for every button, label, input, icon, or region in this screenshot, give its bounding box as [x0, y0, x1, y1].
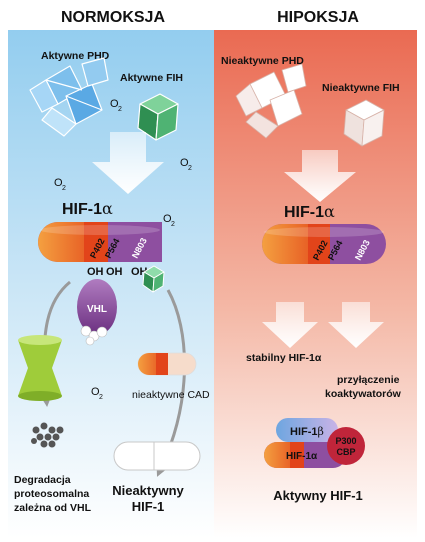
o2-label-3: O 2: [54, 177, 66, 192]
normoxia-oh-2: OH: [106, 266, 123, 278]
active-fih-label: Aktywne FIH: [120, 72, 183, 84]
p300-label: P300: [335, 436, 356, 446]
normoxia-down-arrow: [92, 132, 164, 194]
active-hif-label: Aktywny HIF-1: [273, 488, 363, 503]
inactive-hif-label-1: Nieaktywny: [112, 483, 184, 498]
hypoxia-hif-label: HIF-1α: [284, 202, 335, 221]
cbp-label: CBP: [336, 447, 355, 457]
normoxia-hif-capsule: [38, 222, 162, 262]
svg-text:2: 2: [188, 165, 192, 172]
normoxia-hif-label: HIF-1α: [62, 199, 113, 218]
hif1b-subunit: [276, 418, 338, 442]
normoxia-header: NORMOKSJA: [61, 9, 165, 26]
hypoxia-down-arrow: [284, 150, 356, 202]
active-phd-icon: [29, 57, 109, 137]
active-phd-label: Aktywne PHD: [41, 50, 110, 62]
hif1b-label: HIF-1β: [290, 425, 324, 438]
svg-text:2: 2: [62, 185, 66, 192]
inactive-hif-capsule: [113, 441, 201, 471]
coactivator-label-1: przyłączenie: [337, 374, 400, 386]
svg-text:O: O: [110, 98, 119, 110]
svg-text:O: O: [91, 386, 100, 398]
vhl-icon: VHL: [77, 279, 117, 346]
svg-text:2: 2: [118, 106, 122, 113]
degradation-label-2: proteosomalna: [14, 488, 89, 500]
active-complex: [264, 418, 365, 468]
o2-label-5: O 2: [91, 386, 103, 401]
coactivator-label-2: koaktywatorów: [325, 388, 402, 400]
svg-text:O: O: [180, 157, 189, 169]
p300-cbp-subunit: [327, 427, 365, 465]
hypoxia-hif-capsule: [262, 224, 386, 264]
svg-text:2: 2: [99, 394, 103, 401]
inactive-cad-capsule: [137, 352, 197, 376]
o2-label-1: O 2: [110, 98, 122, 113]
o2-label-4: O 2: [163, 213, 175, 228]
stable-hif-label: stabilny HIF-1α: [246, 352, 322, 364]
degraded-fragments-icon: [31, 422, 64, 448]
coactivator-arrow: [328, 302, 384, 348]
inactive-phd-icon: [235, 63, 307, 139]
inactive-hif-label-2: HIF-1: [132, 499, 165, 514]
normoxia-oh-1: OH: [87, 266, 104, 278]
vhl-label: VHL: [87, 304, 107, 315]
bound-fih-icon: [142, 265, 165, 293]
stable-hif-arrow: [262, 302, 318, 348]
inactive-phd-label: Nieaktywne PHD: [221, 55, 304, 67]
svg-text:2: 2: [171, 221, 175, 228]
o2-label-2: O 2: [180, 157, 192, 172]
svg-text:O: O: [163, 213, 172, 225]
proteasome-icon: [18, 335, 62, 401]
inactive-fih-label: Nieaktywne FIH: [322, 82, 400, 94]
hif1a-small-label: HIF-1α: [286, 451, 318, 462]
hypoxia-header: HIPOKSJA: [277, 9, 359, 26]
inactive-fih-icon: [343, 99, 385, 147]
active-fih-icon: [137, 93, 179, 141]
degradation-label-3: zależna od VHL: [14, 502, 92, 514]
degradation-label-1: Degradacja: [14, 474, 71, 486]
inactive-cad-label: nieaktywne CAD: [132, 389, 210, 401]
svg-text:O: O: [54, 177, 63, 189]
